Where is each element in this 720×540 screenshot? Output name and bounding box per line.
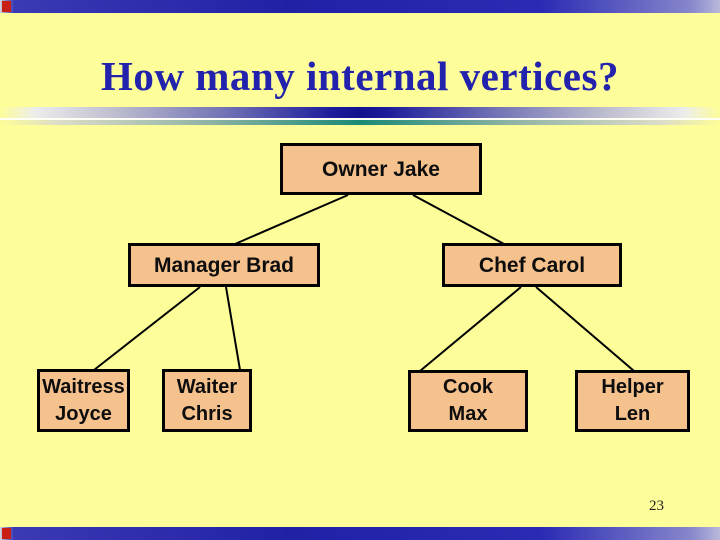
node-label-line2: Len bbox=[614, 403, 651, 425]
tree-node-manager-brad: Manager Brad bbox=[128, 243, 320, 287]
tree-node-waiter-chris: Waiter Chris bbox=[162, 369, 252, 432]
top-template-bar bbox=[0, 0, 720, 13]
top-bar-red-accent bbox=[2, 1, 11, 12]
tree-node-owner-jake: Owner Jake bbox=[280, 143, 482, 195]
title-divider bbox=[0, 107, 720, 125]
edge-owner-manager bbox=[234, 194, 349, 245]
node-label-line2: Max bbox=[448, 403, 488, 425]
tree-node-chef-carol: Chef Carol bbox=[442, 243, 622, 287]
edge-manager-waitress bbox=[93, 286, 201, 371]
node-label: Owner Jake bbox=[322, 157, 440, 181]
bottom-bar-red-accent bbox=[2, 528, 11, 539]
bottom-template-bar bbox=[0, 527, 720, 540]
tree-node-helper-len: Helper Len bbox=[575, 370, 690, 432]
divider-teal-band bbox=[0, 120, 720, 125]
node-label-line1: Waiter bbox=[176, 375, 238, 398]
tree-node-waitress-joyce: Waitress Joyce bbox=[37, 369, 130, 432]
divider-white-line bbox=[0, 118, 720, 120]
node-label: Manager Brad bbox=[153, 253, 295, 277]
edge-chef-helper bbox=[535, 286, 635, 372]
node-label-line1: Helper bbox=[601, 376, 664, 398]
edge-chef-cook bbox=[419, 286, 522, 372]
node-label-line2: Chris bbox=[181, 402, 233, 425]
page-number: 23 bbox=[649, 498, 664, 514]
edge-owner-chef bbox=[412, 194, 505, 245]
slide-title: How many internal vertices? bbox=[101, 53, 619, 99]
node-label: Chef Carol bbox=[478, 253, 586, 277]
tree-node-cook-max: Cook Max bbox=[408, 370, 528, 432]
node-label-line2: Joyce bbox=[55, 402, 112, 425]
node-label-line1: Cook bbox=[443, 376, 493, 398]
divider-blue-band bbox=[0, 107, 720, 118]
edge-manager-waiter bbox=[225, 286, 241, 371]
node-label-line1: Waitress bbox=[42, 375, 125, 398]
